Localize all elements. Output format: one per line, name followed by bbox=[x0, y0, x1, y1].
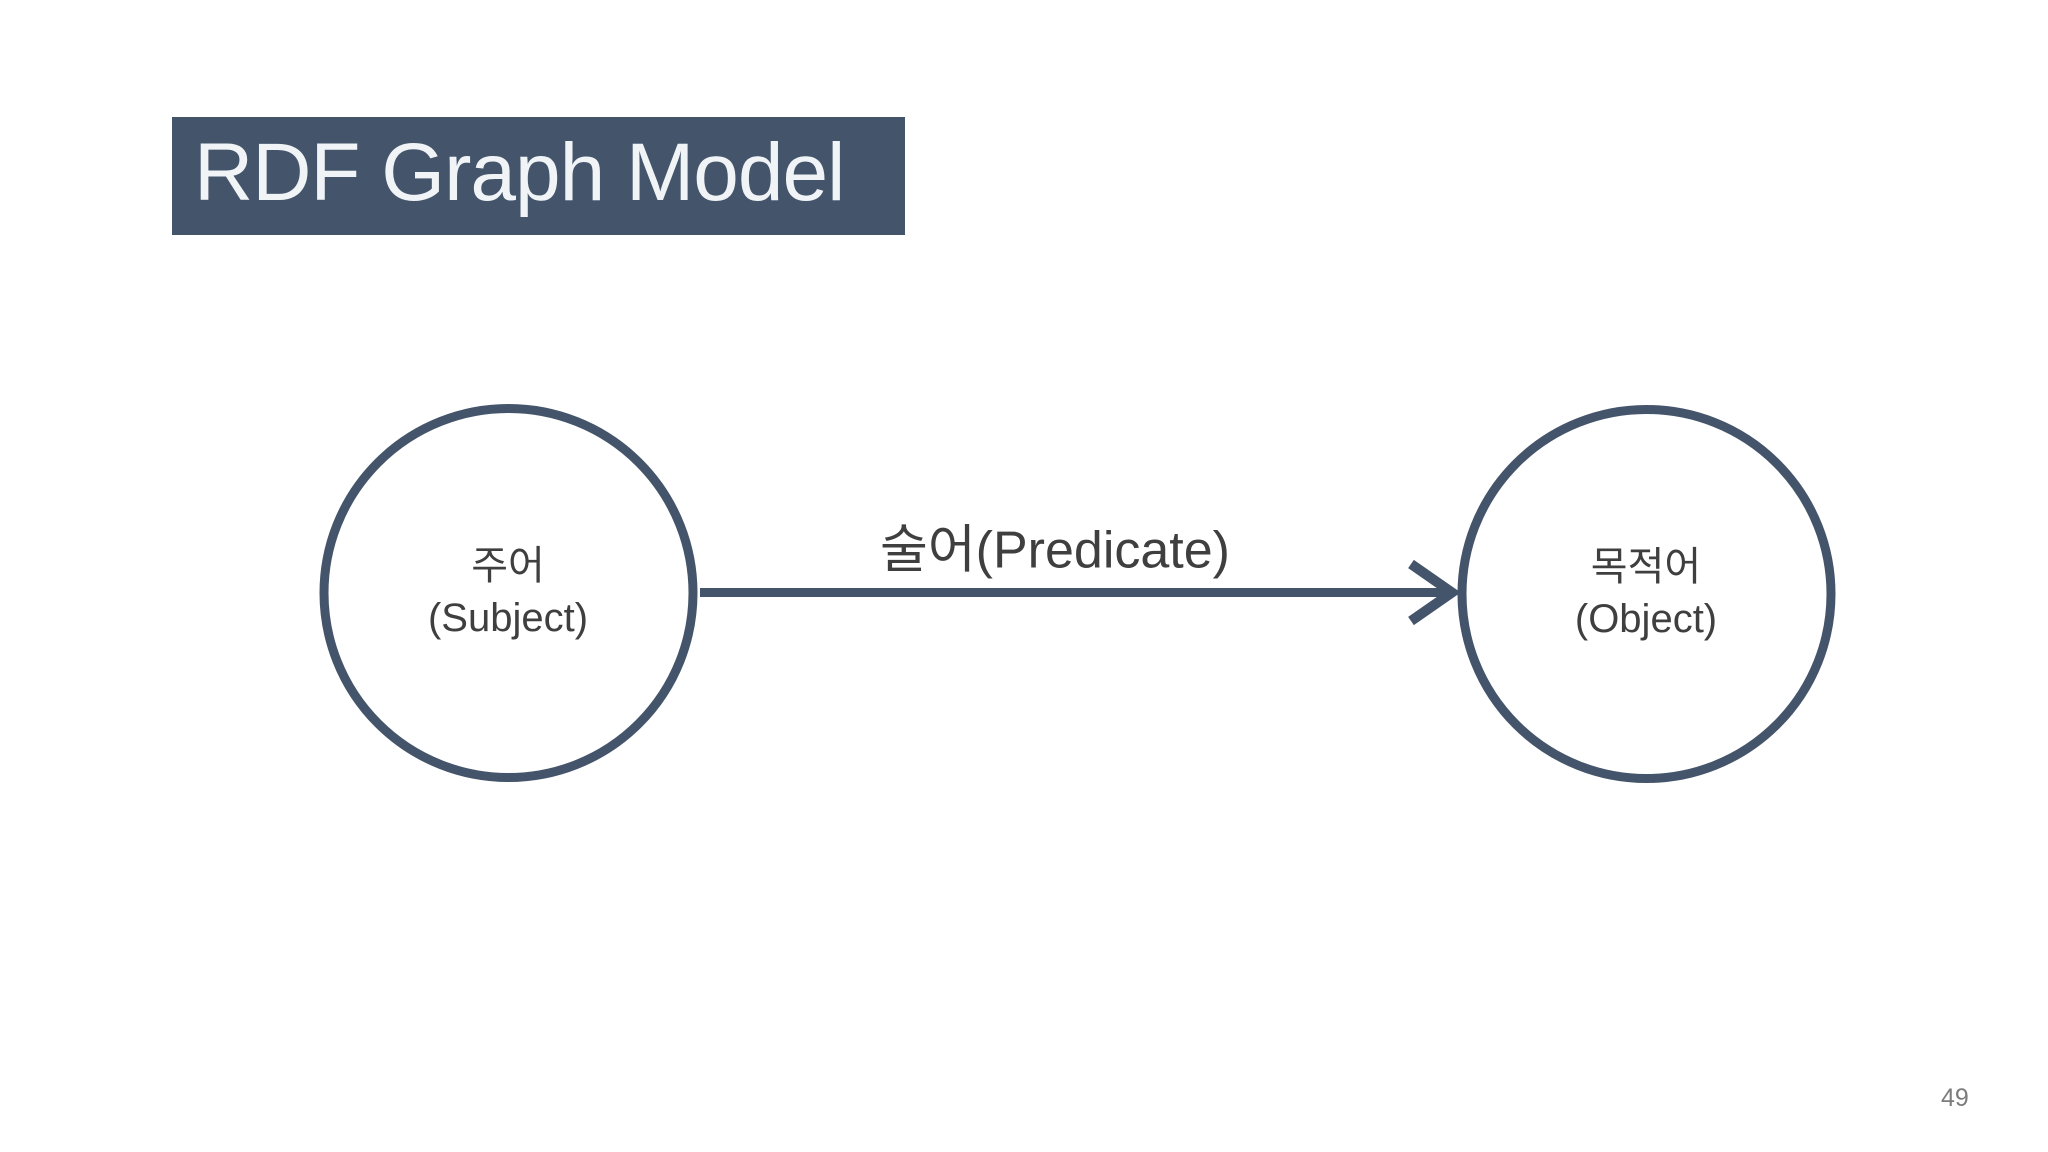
subject-node-label: 주어 (Subject) bbox=[428, 540, 588, 644]
object-node-label-english: (Object) bbox=[1574, 597, 1718, 641]
predicate-arrowhead bbox=[1408, 559, 1461, 626]
subject-node-circle bbox=[319, 404, 698, 782]
object-node-label: 목적어 (Object) bbox=[1575, 541, 1717, 645]
subject-node-label-korean: 주어 bbox=[471, 544, 545, 588]
page-number: 49 bbox=[1941, 1084, 1969, 1112]
subject-node-label-english: (Subject) bbox=[427, 596, 589, 640]
object-node-circle bbox=[1457, 405, 1836, 783]
predicate-arrow-label: 술어(Predicate) bbox=[880, 521, 1230, 580]
page-title: RDF Graph Model bbox=[194, 127, 845, 218]
title-bar: RDF Graph Model bbox=[172, 117, 905, 235]
object-node-label-korean: 목적어 bbox=[1590, 545, 1702, 589]
